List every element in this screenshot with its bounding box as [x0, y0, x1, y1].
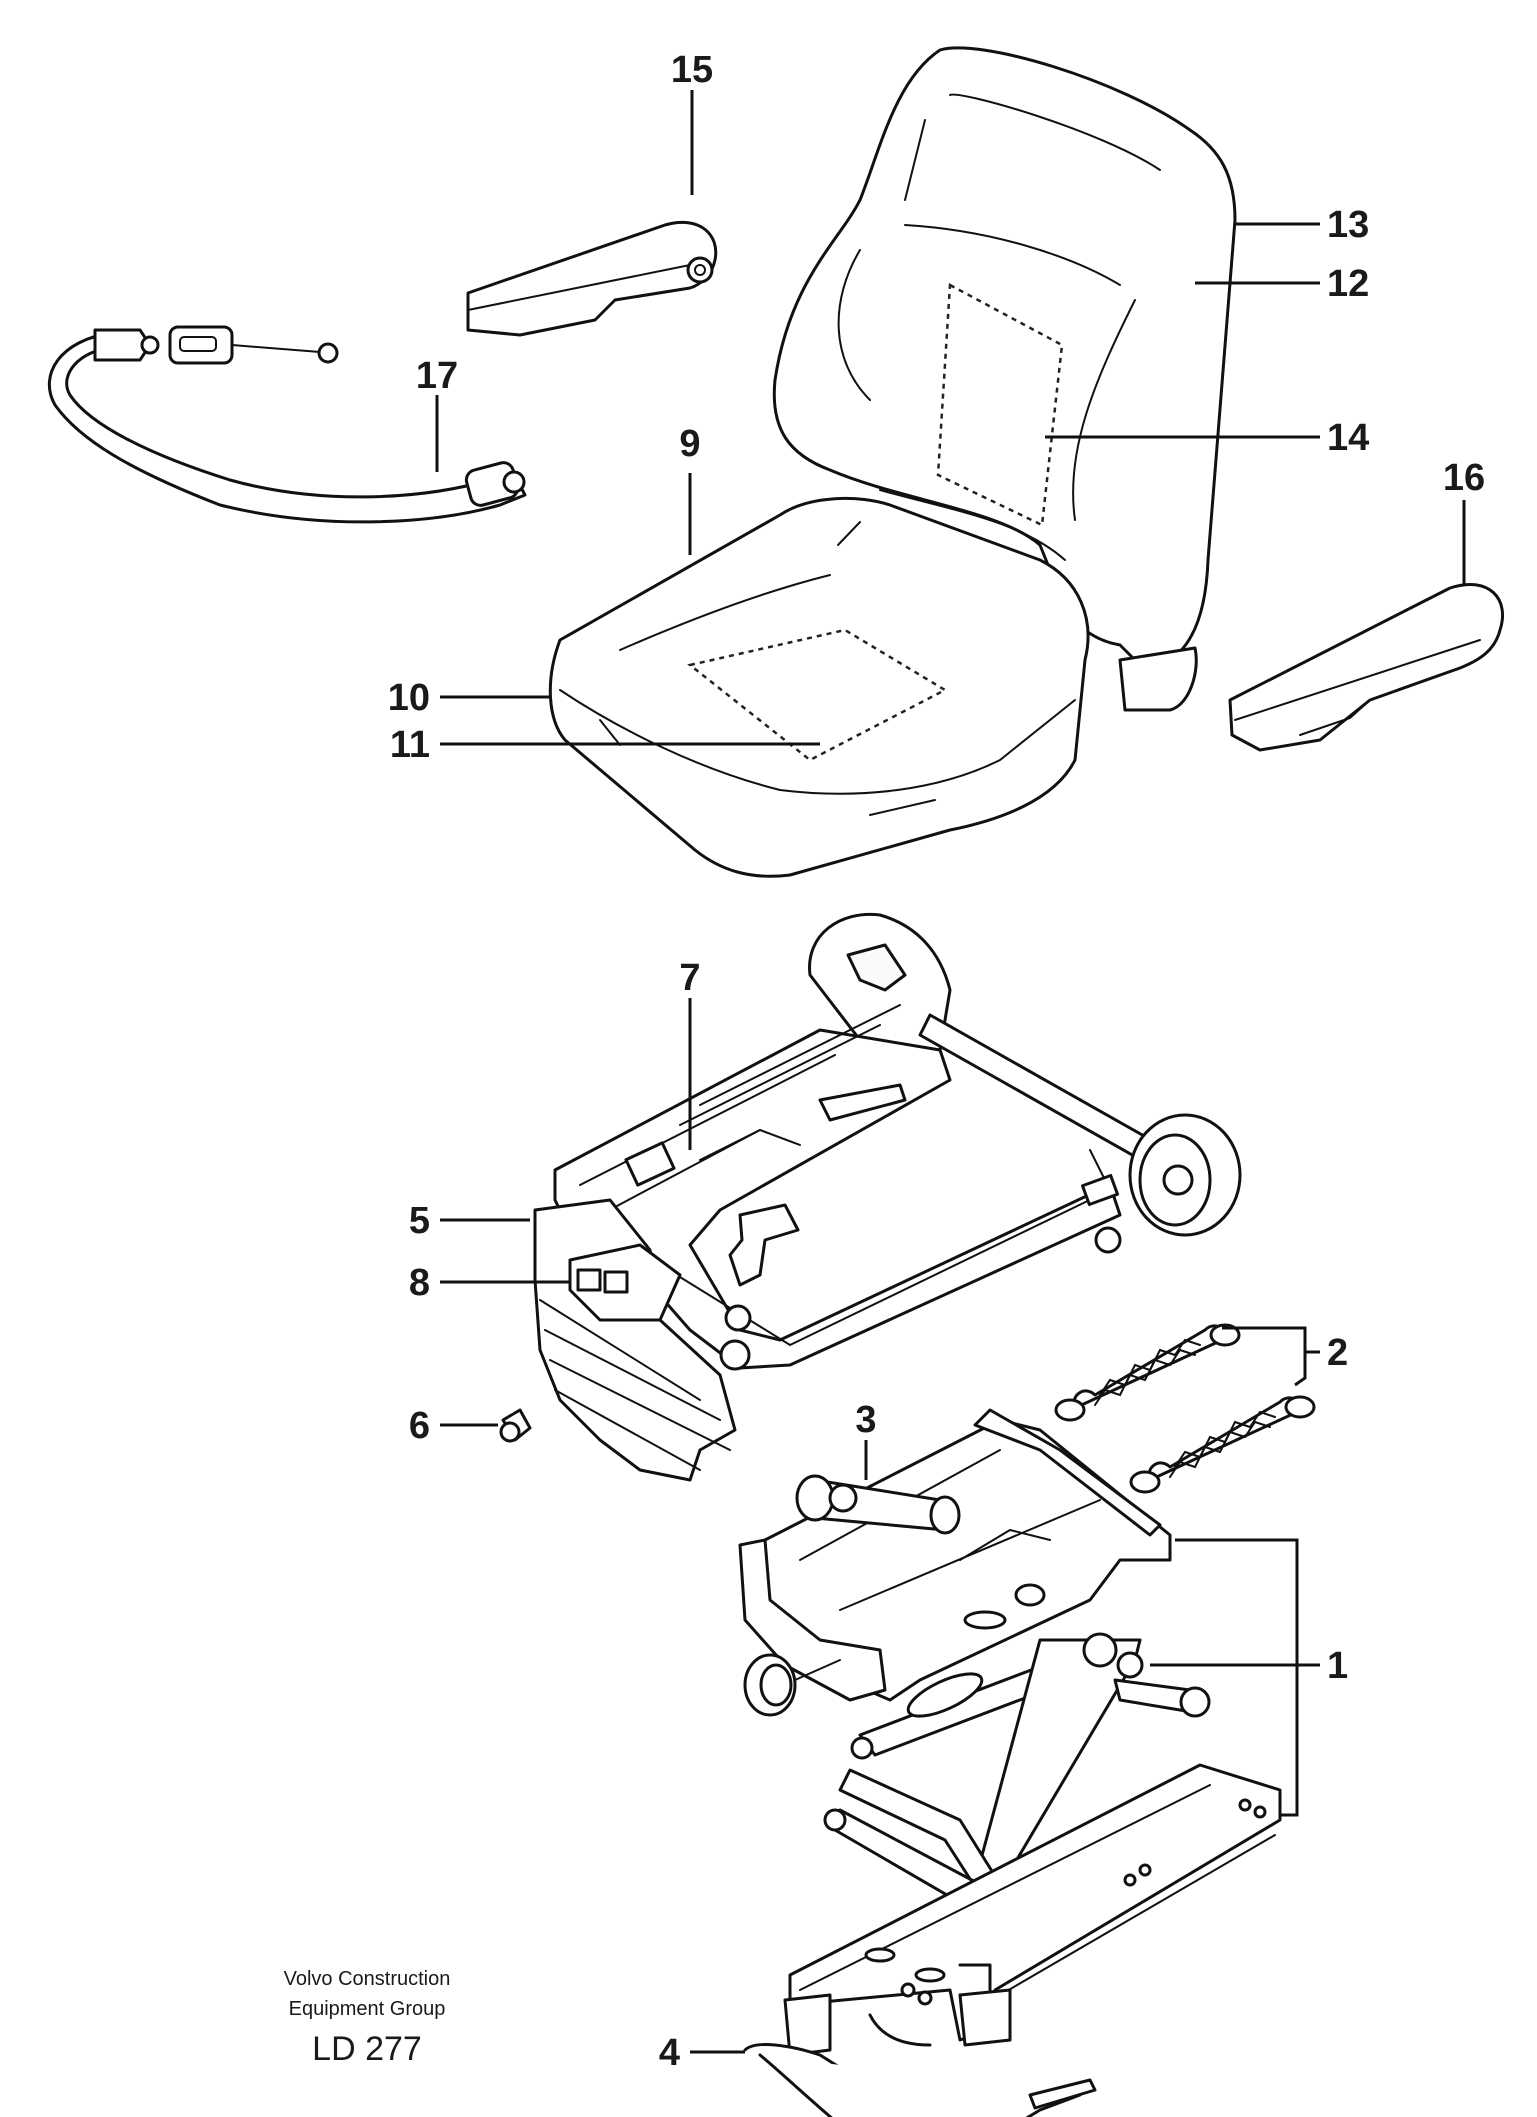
seat-belt: [47, 325, 527, 524]
credit-line-1: Volvo Construction: [284, 1968, 451, 1990]
suspension-base: [738, 1408, 1282, 2057]
seat-backrest: [772, 46, 1237, 712]
callout-13: 13: [1327, 204, 1369, 246]
credit-block: Volvo Construction Equipment Group LD 27…: [284, 1968, 451, 2068]
callout-6: 6: [409, 1405, 430, 1447]
callout-8: 8: [409, 1262, 430, 1304]
seat-cushion: [548, 497, 1090, 878]
callout-11: 11: [390, 724, 430, 766]
callout-2: 2: [1327, 1332, 1348, 1374]
springs: [1054, 1323, 1316, 1494]
callout-10: 10: [388, 677, 430, 719]
credit-line-2: Equipment Group: [289, 1998, 446, 2020]
callout-labels: 15 13 12 17 14 9 16 10 11 7 5 8 2 6 3 1 …: [388, 49, 1485, 2074]
callout-14: 14: [1327, 417, 1369, 459]
callout-4: 4: [659, 2032, 680, 2074]
callout-9: 9: [679, 423, 700, 465]
callout-5: 5: [409, 1200, 430, 1242]
release-handle: [743, 2013, 1097, 2117]
callout-7: 7: [679, 957, 700, 999]
leader-lines: [435, 90, 1466, 2054]
armrest-left: [466, 220, 718, 337]
callout-1: 1: [1327, 1645, 1348, 1687]
callout-12: 12: [1327, 263, 1369, 305]
callout-17: 17: [416, 355, 458, 397]
callout-3: 3: [855, 1399, 876, 1441]
armrest-right: [1228, 582, 1505, 752]
seat-frame-upper: [499, 912, 1242, 1482]
callout-16: 16: [1443, 457, 1485, 499]
callout-15: 15: [671, 49, 713, 91]
drawing-code: LD 277: [312, 2030, 422, 2068]
